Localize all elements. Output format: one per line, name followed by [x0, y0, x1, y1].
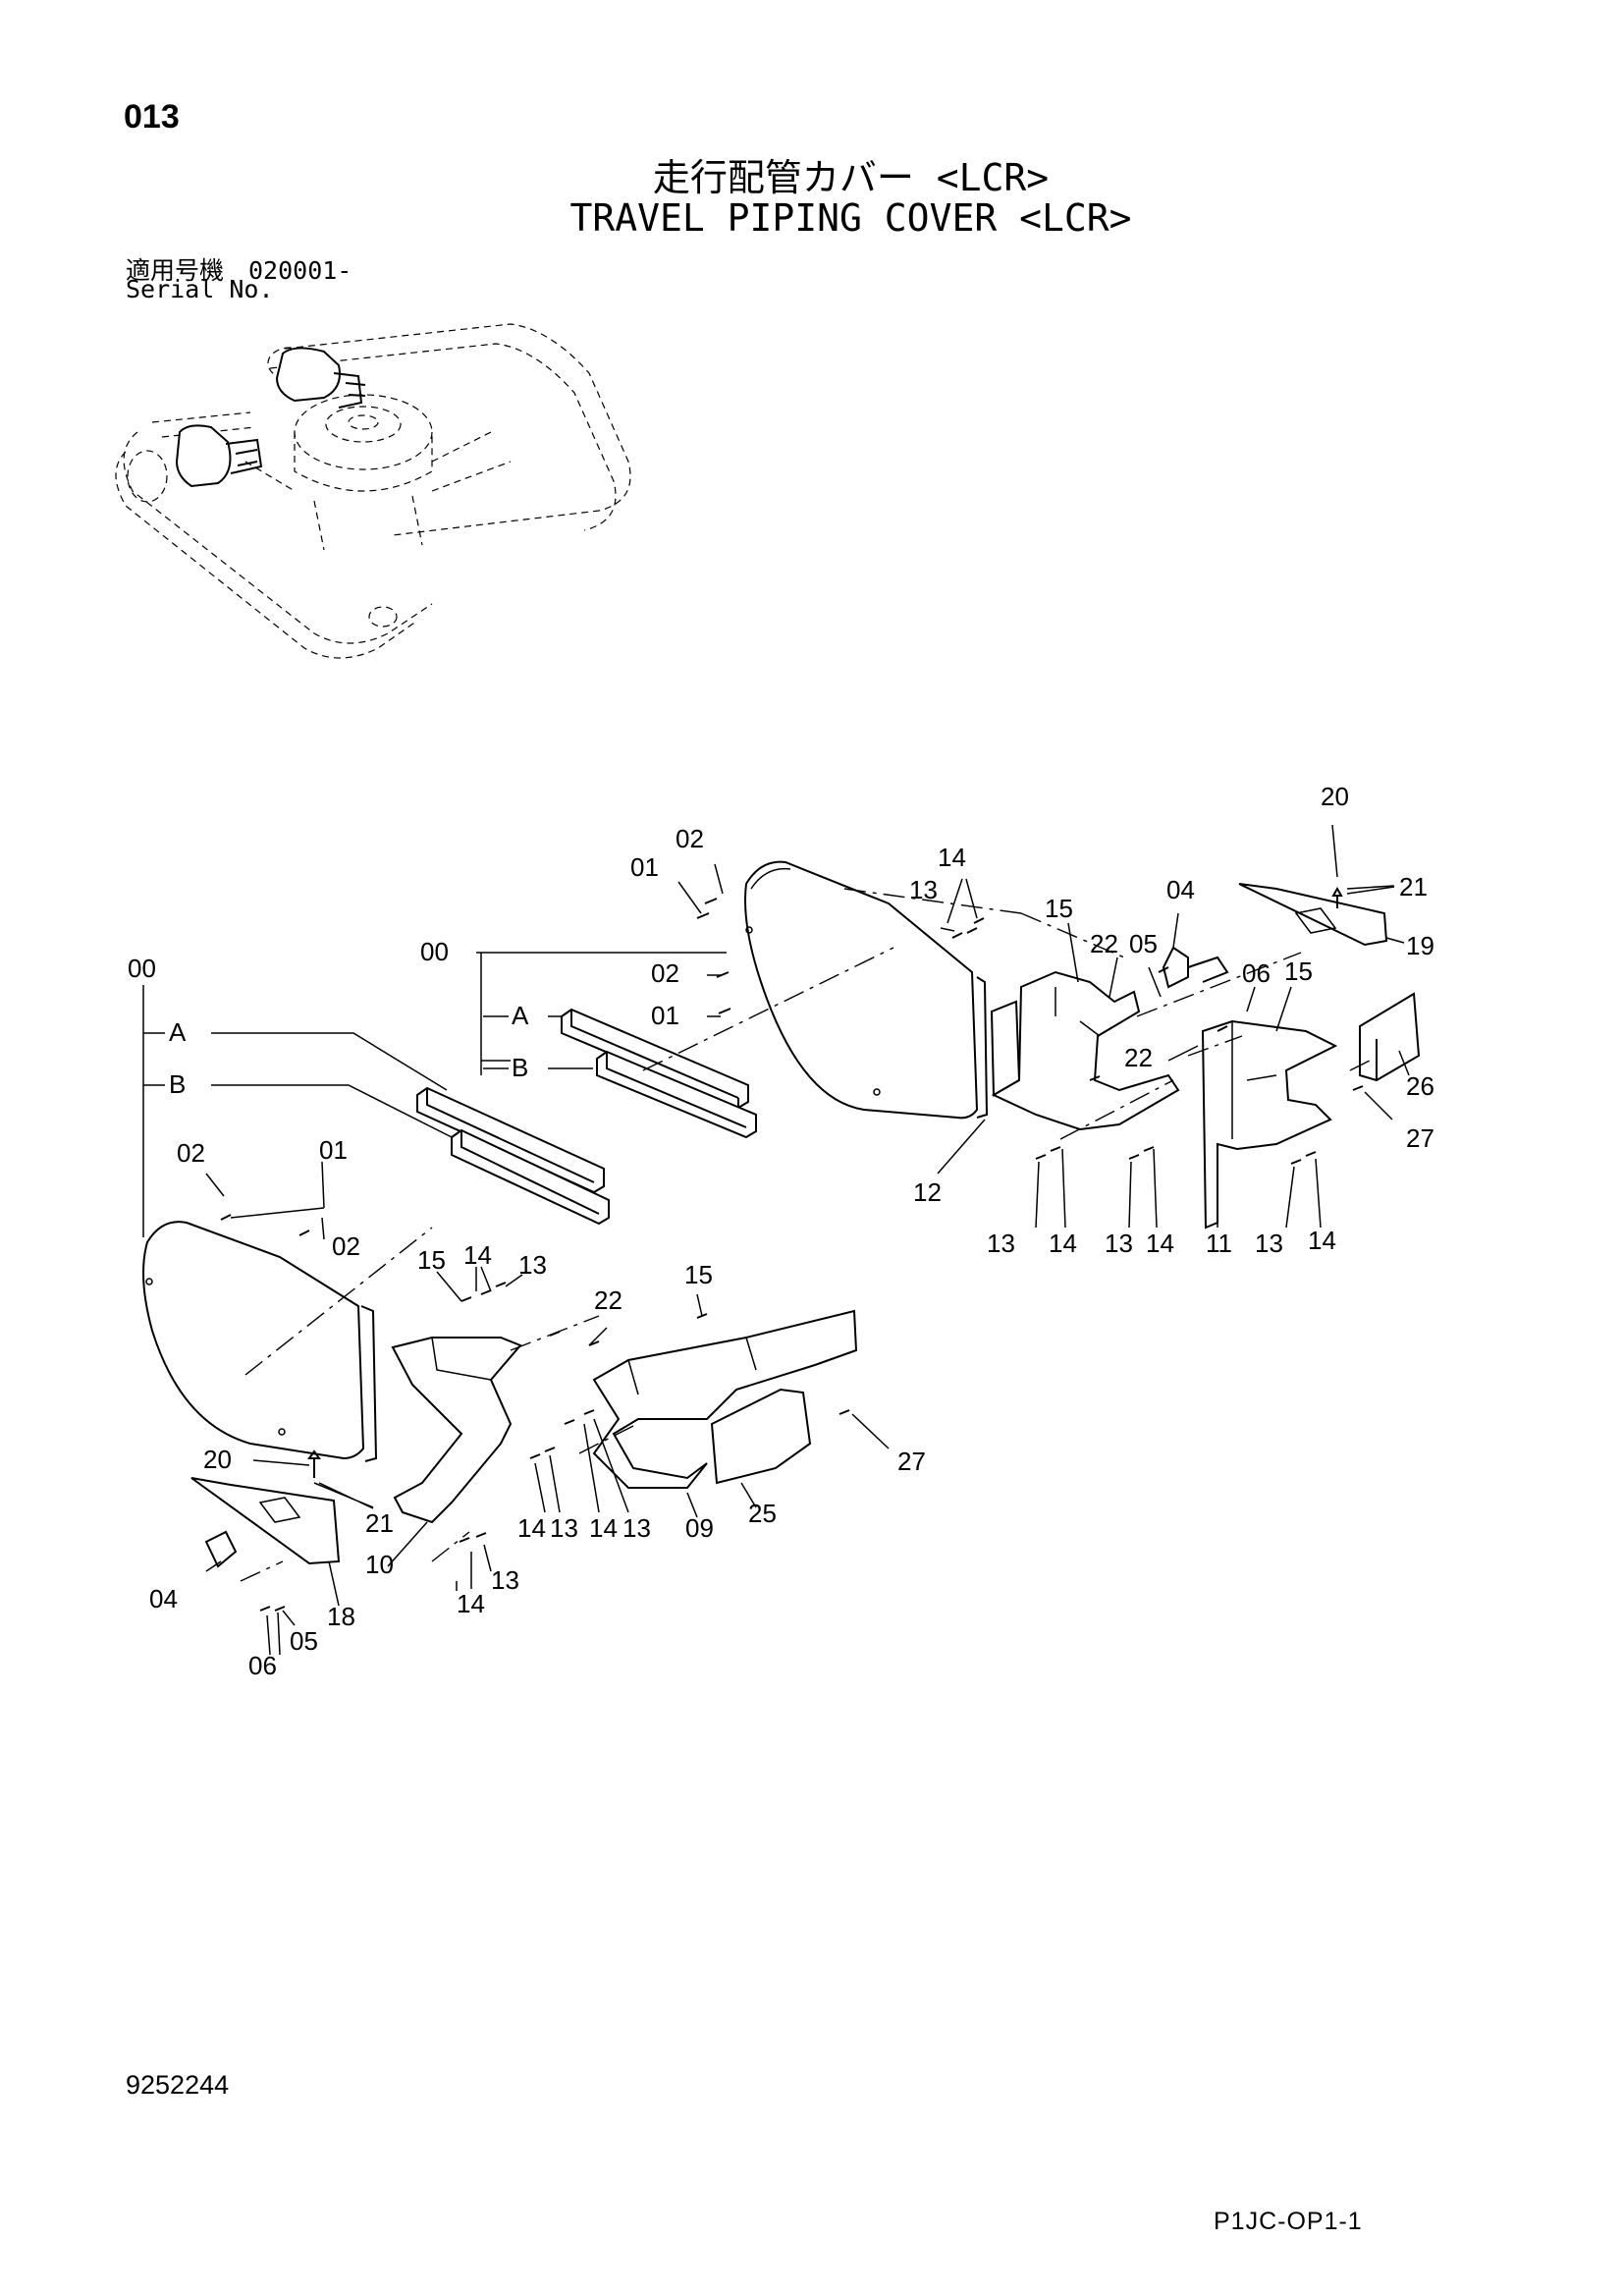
serial-label-japanese: 適用号機 020001- [126, 256, 352, 285]
callout-lower-22: 22 [594, 1285, 622, 1315]
callout-upper-21: 21 [1399, 872, 1428, 902]
callout-upper-22b: 22 [1124, 1043, 1153, 1072]
callout-lower-14b: 14 [517, 1513, 546, 1543]
callout-upper-02b: 02 [651, 958, 679, 988]
callout-upper-11: 11 [1206, 1229, 1232, 1258]
callout-upper-14c: 14 [1146, 1229, 1174, 1258]
callout-upper-15a: 15 [1045, 894, 1073, 923]
callout-upper-05: 05 [1129, 929, 1158, 958]
callout-lower-13b: 13 [550, 1513, 578, 1543]
callout-lower-25: 25 [748, 1499, 777, 1528]
document-code: 9252244 [126, 2070, 230, 2100]
upper-cover-assembly [476, 824, 1421, 1230]
callout-lower-20: 20 [203, 1445, 232, 1474]
callout-upper-19: 19 [1406, 931, 1434, 960]
callout-upper-b: B [512, 1053, 528, 1082]
callout-upper-26: 26 [1406, 1071, 1434, 1101]
callout-lower-21: 21 [365, 1508, 394, 1538]
callout-lower-13c: 13 [622, 1513, 651, 1543]
callout-lower-14c: 14 [589, 1513, 618, 1543]
callout-lower-13a: 13 [518, 1250, 547, 1280]
callout-upper-27: 27 [1406, 1123, 1434, 1153]
callout-lower-06: 06 [248, 1651, 277, 1680]
callout-upper-13c: 13 [1105, 1229, 1133, 1258]
callout-upper-00: 00 [420, 937, 449, 966]
callout-lower-15b: 15 [684, 1260, 713, 1289]
callout-lower-a: A [169, 1017, 187, 1047]
title-japanese: 走行配管カバー <LCR> [652, 156, 1050, 199]
callout-lower-18: 18 [327, 1602, 355, 1631]
callout-lower-05: 05 [290, 1626, 318, 1656]
callout-upper-13d: 13 [1255, 1229, 1283, 1258]
callout-lower-b: B [169, 1069, 186, 1099]
callout-upper-01a: 01 [630, 852, 659, 882]
callout-lower-10: 10 [365, 1550, 394, 1579]
undercarriage-locator-sketch [115, 323, 631, 659]
page-code: P1JC-OP1-1 [1214, 2208, 1363, 2235]
callout-upper-13a: 13 [909, 875, 938, 904]
callout-lower-02b: 02 [332, 1231, 360, 1261]
title-english: TRAVEL PIPING COVER <LCR> [569, 196, 1132, 240]
callout-lower-02a: 02 [177, 1138, 205, 1168]
callout-lower-01: 01 [319, 1135, 348, 1165]
callout-upper-02a: 02 [676, 824, 704, 853]
callout-lower-14d: 14 [457, 1589, 485, 1618]
callout-lower-27: 27 [897, 1447, 926, 1476]
callout-lower-14a: 14 [463, 1240, 492, 1270]
callout-upper-04: 04 [1166, 875, 1195, 904]
callout-lower-13d: 13 [491, 1565, 519, 1595]
callout-lower-00: 00 [128, 954, 156, 983]
callout-upper-01b: 01 [651, 1001, 679, 1030]
callout-upper-13b: 13 [987, 1229, 1015, 1258]
callout-lower-09: 09 [685, 1513, 714, 1543]
callout-lower-04: 04 [149, 1584, 178, 1613]
callout-upper-14b: 14 [1049, 1229, 1077, 1258]
callout-upper-a: A [512, 1001, 529, 1030]
callout-lower-15a: 15 [417, 1245, 446, 1275]
callout-upper-15b: 15 [1284, 957, 1313, 986]
callout-upper-12: 12 [913, 1177, 942, 1207]
page-number: 013 [124, 98, 180, 136]
callout-upper-14d: 14 [1308, 1226, 1336, 1255]
callout-upper-22a: 22 [1090, 929, 1118, 958]
serial-label-english: Serial No. [126, 275, 274, 303]
callout-upper-20: 20 [1321, 782, 1349, 811]
callout-upper-06: 06 [1242, 958, 1271, 988]
callout-upper-14a: 14 [938, 843, 966, 872]
lower-cover-assembly [142, 985, 890, 1656]
